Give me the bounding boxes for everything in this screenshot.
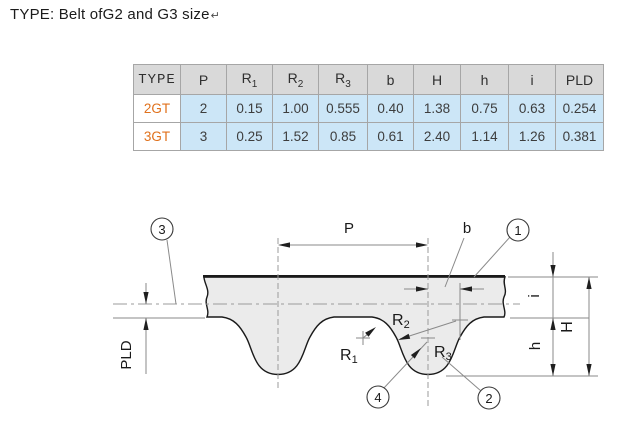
col-header-r3: R3 xyxy=(318,64,368,95)
cell-r2: 1.52 xyxy=(272,122,319,151)
cell-h: 1.14 xyxy=(460,122,509,151)
r1-label: R1 xyxy=(340,347,358,366)
callout-3-leader xyxy=(166,239,177,305)
r1-arrowhead xyxy=(365,327,376,337)
paragraph-return-icon: ↵ xyxy=(210,10,221,22)
col-header-H: H xyxy=(413,64,461,95)
h-arrow-up xyxy=(550,318,556,330)
table-row-3gt: 3GT 3 0.25 1.52 0.85 0.61 2.40 1.14 1.26… xyxy=(133,122,604,151)
col-header-b: b xyxy=(367,64,414,95)
cell-r3: 0.85 xyxy=(318,122,368,151)
cell-type: 2GT xyxy=(133,94,181,123)
h-arrow-down xyxy=(550,364,556,376)
col-header-r1: R1 xyxy=(226,64,273,95)
belt-cross-section xyxy=(203,276,507,376)
callout-3-circle xyxy=(150,217,174,241)
cell-i: 0.63 xyxy=(508,94,556,123)
cell-b: 0.40 xyxy=(367,94,414,123)
callout-4-circle xyxy=(366,385,390,409)
p-arrow-right xyxy=(416,242,428,248)
callout-4-arrowhead xyxy=(410,348,421,359)
callout-2-number: 2 xyxy=(485,391,492,406)
header-row: TYPE P R1 R2 R3 b H h i PLD xyxy=(133,64,604,95)
cell-r3: 0.555 xyxy=(318,94,368,123)
i-dimension-label: i xyxy=(526,294,543,297)
callout-1-number: 1 xyxy=(514,223,521,238)
pld-dimension-label: PLD xyxy=(118,340,135,369)
b-dimension-label: b xyxy=(463,220,471,237)
i-arrow-down xyxy=(550,265,556,277)
h-dimension-label: h xyxy=(527,342,544,350)
cell-type: 3GT xyxy=(133,122,181,151)
r2-leader-line xyxy=(399,320,457,340)
cell-r2: 1.00 xyxy=(272,94,319,123)
callout-1-circle xyxy=(506,218,530,242)
cell-b: 0.61 xyxy=(367,122,414,151)
pld-arrow-down xyxy=(143,292,149,304)
col-header-i: i xyxy=(508,64,556,95)
p-arrow-left xyxy=(278,242,290,248)
r3-label: R3 xyxy=(434,344,452,363)
page-title: TYPE: Belt ofG2 and G3 size↵ xyxy=(10,6,220,23)
col-header-pld: PLD xyxy=(555,64,604,95)
H-dimension-label: H xyxy=(559,321,576,333)
pld-arrow-up xyxy=(143,318,149,330)
callout-4-number: 4 xyxy=(374,390,381,405)
H-arrow-down xyxy=(586,364,592,376)
callout-2-leader xyxy=(441,356,482,392)
cell-pld: 0.254 xyxy=(555,94,604,123)
belt-size-table: TYPE P R1 R2 R3 b H h i PLD 2GT 2 0.15 1… xyxy=(133,64,604,151)
p-dimension-label: P xyxy=(344,220,354,237)
H-arrow-up xyxy=(586,277,592,289)
col-header-h: h xyxy=(460,64,509,95)
callout-2-circle xyxy=(477,386,501,410)
callout-1-leader xyxy=(473,236,511,278)
cell-H: 2.40 xyxy=(413,122,461,151)
r2-label: R2 xyxy=(392,312,410,331)
b-arrow-right xyxy=(460,286,472,292)
col-header-p: P xyxy=(180,64,227,95)
cell-pld: 0.381 xyxy=(555,122,604,151)
cell-r1: 0.25 xyxy=(226,122,273,151)
cell-i: 1.26 xyxy=(508,122,556,151)
col-header-type: TYPE xyxy=(133,64,181,95)
cell-p: 3 xyxy=(180,122,227,151)
callout-3-number: 3 xyxy=(158,222,165,237)
table-row-2gt: 2GT 2 0.15 1.00 0.555 0.40 1.38 0.75 0.6… xyxy=(133,94,604,123)
b-arrow-left xyxy=(416,286,428,292)
b-leader-line xyxy=(444,237,465,288)
r2-arrowhead xyxy=(398,333,411,340)
title-text: TYPE: Belt ofG2 and G3 size xyxy=(10,6,210,23)
